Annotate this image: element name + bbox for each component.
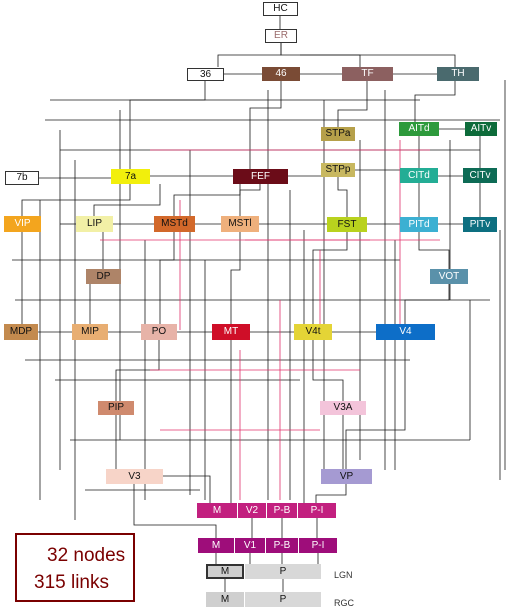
node-46: 46 xyxy=(262,67,300,81)
node-po: PO xyxy=(141,324,177,340)
node-vip: VIP xyxy=(4,216,41,232)
node-dp: DP xyxy=(86,269,121,284)
node-vp: VP xyxy=(321,469,372,484)
node-mstl: MSTl xyxy=(221,216,259,232)
link-count: 315 links xyxy=(34,572,109,593)
lgn-label: LGN xyxy=(334,570,353,580)
node-lgn-m: M xyxy=(206,564,244,579)
node-citd: CITd xyxy=(400,168,438,183)
node-v1-pi: P-I xyxy=(299,538,337,553)
node-stpp: STPp xyxy=(321,163,355,177)
node-aitd: AITd xyxy=(399,122,439,136)
node-v1: V1 xyxy=(235,538,265,553)
node-er: ER xyxy=(265,29,297,43)
node-vot: VOT xyxy=(430,269,468,284)
node-mdp: MDP xyxy=(4,324,38,340)
node-7b: 7b xyxy=(5,171,39,185)
node-aitv: AITv xyxy=(465,122,497,136)
stats-box: 32 nodes 315 links xyxy=(15,533,135,602)
node-th: TH xyxy=(437,67,479,81)
node-count: 32 nodes xyxy=(47,545,126,566)
rgc-label: RGC xyxy=(334,598,354,608)
node-v2-pb: P-B xyxy=(267,503,297,518)
node-fef: FEF xyxy=(233,169,288,184)
node-v1-m: M xyxy=(198,538,234,553)
node-mstd: MSTd xyxy=(154,216,195,232)
node-36: 36 xyxy=(187,68,224,81)
node-pitv: PITv xyxy=(463,217,497,232)
node-mt: MT xyxy=(212,324,250,340)
node-v4: V4 xyxy=(376,324,435,340)
node-pitd: PITd xyxy=(400,217,438,232)
node-citv: CITv xyxy=(463,168,497,183)
node-rgc-m: M xyxy=(206,592,244,607)
node-v1-pb: P-B xyxy=(266,538,298,553)
node-v3a: V3A xyxy=(320,401,366,415)
node-pip: PIP xyxy=(98,401,134,415)
node-lip: LIP xyxy=(76,216,113,232)
node-v2: V2 xyxy=(238,503,266,518)
node-tf: TF xyxy=(342,67,393,81)
node-hc: HC xyxy=(263,2,298,16)
node-mip: MIP xyxy=(72,324,108,340)
node-rgc-p: P xyxy=(245,592,321,607)
node-v2-m: M xyxy=(197,503,237,518)
node-v3: V3 xyxy=(106,469,163,484)
node-stpa: STPa xyxy=(321,127,355,141)
node-lgn-p: P xyxy=(245,564,321,579)
node-v4t: V4t xyxy=(294,324,332,340)
node-fst: FST xyxy=(327,217,367,232)
node-v2-pi: P-I xyxy=(298,503,336,518)
node-7a: 7a xyxy=(111,169,150,184)
